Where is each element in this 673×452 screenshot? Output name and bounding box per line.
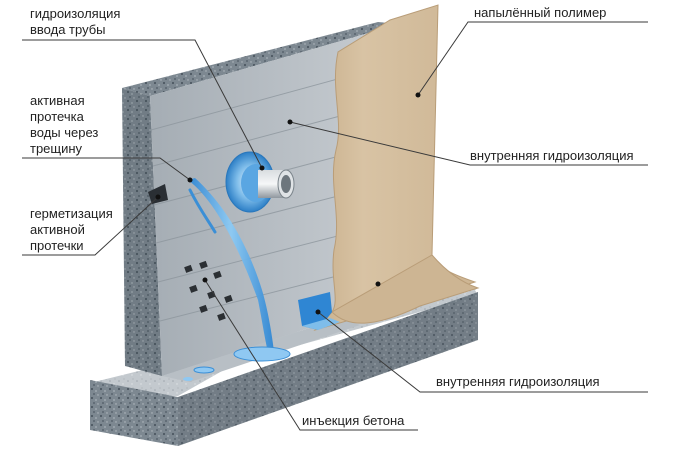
injection-ports xyxy=(184,260,233,321)
leak-sealing-plug xyxy=(148,184,168,204)
label-concrete-injection: инъекция бетона xyxy=(302,413,405,428)
label-internal-waterproofing-floor: внутренняя гидроизоляция xyxy=(436,374,600,389)
leader-lines xyxy=(22,21,648,431)
internal-waterproofing-strip xyxy=(298,292,340,330)
labels: гидроизоляция ввода трубы активная проте… xyxy=(30,5,634,428)
active-leak-water xyxy=(183,178,291,381)
label-leak-sealing: герметизация активной протечки xyxy=(30,206,116,253)
label-pipe-waterproofing: гидроизоляция ввода трубы xyxy=(30,6,124,37)
pipe-penetration xyxy=(225,151,295,213)
label-sprayed-polymer: напылённый полимер xyxy=(474,5,606,20)
label-internal-waterproofing-wall: внутренняя гидроизоляция xyxy=(470,148,634,163)
sprayed-polymer-layer xyxy=(313,4,480,331)
label-active-leak: активная протечка воды через трещину xyxy=(30,93,102,156)
